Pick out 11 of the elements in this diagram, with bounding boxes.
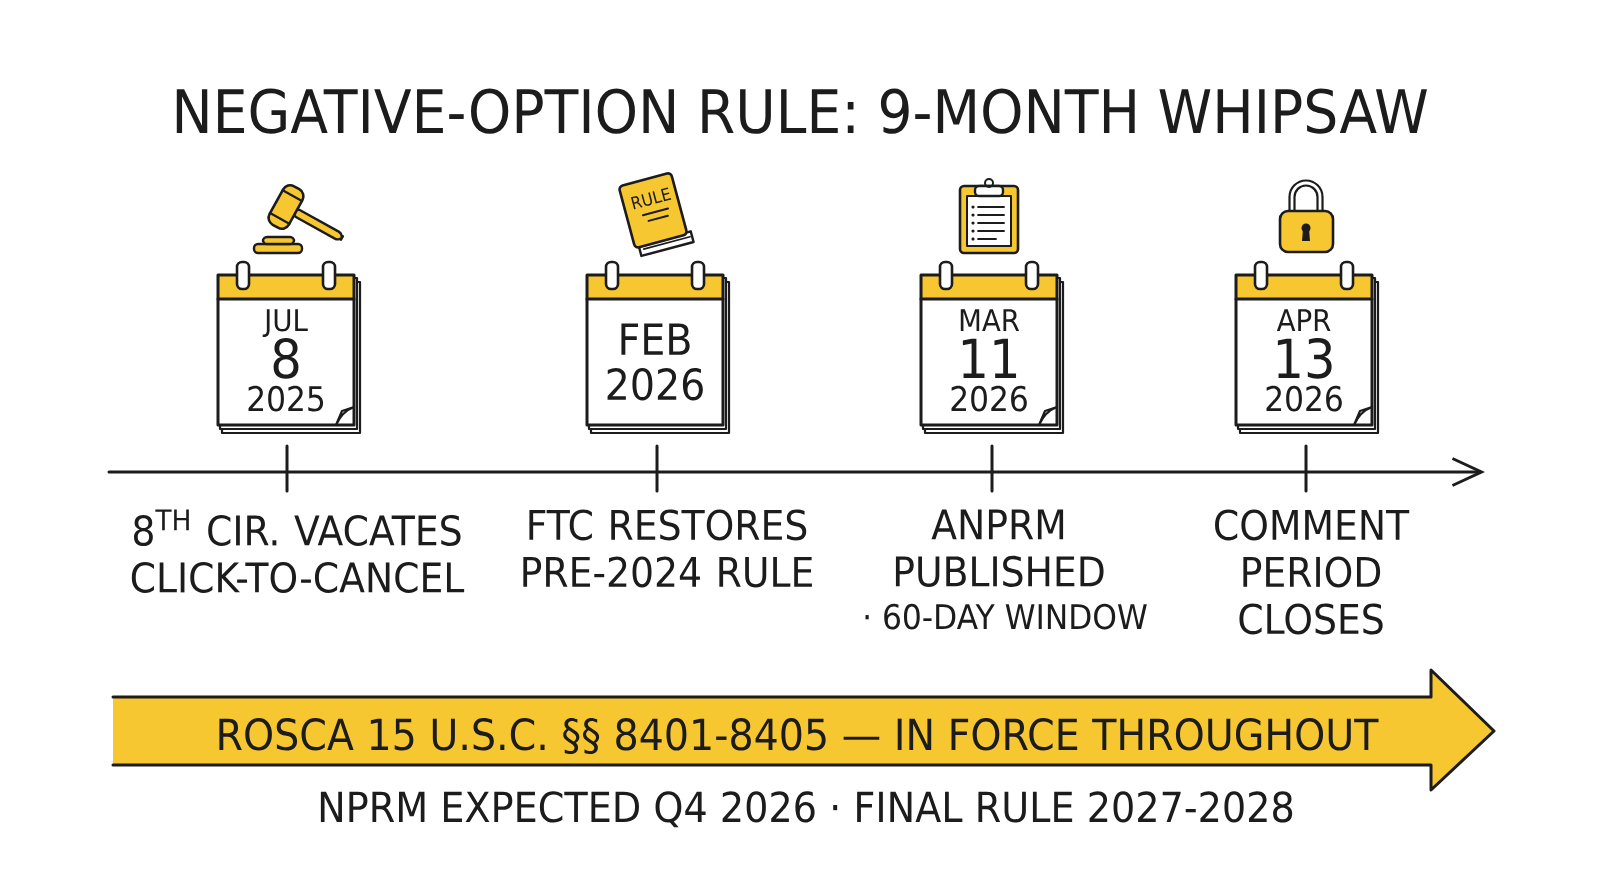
event-label: FTC RESTORES PRE-2024 RULE [523,509,812,588]
cover-label: RULE [630,187,672,210]
title: NEGATIVE-OPTION RULE: 9-MONTH WHIPSAW [176,88,1427,134]
event-label: ANPRM PUBLISHED [895,509,1104,587]
calendar: FEB 2026 [585,260,731,435]
calendar: MAR 11 2026 [919,260,1065,435]
event-note: · 60-DAY WINDOW [865,603,1147,630]
calendar: APR 13 2026 [1234,260,1380,435]
calendar: JUL 8 2025 [216,260,362,435]
event-label: 8$^{TH}$ CIR. VACATES CLICK-TO-CANCEL [131,509,465,593]
event-label: COMMENT PERIOD CLOSES [1215,509,1410,635]
